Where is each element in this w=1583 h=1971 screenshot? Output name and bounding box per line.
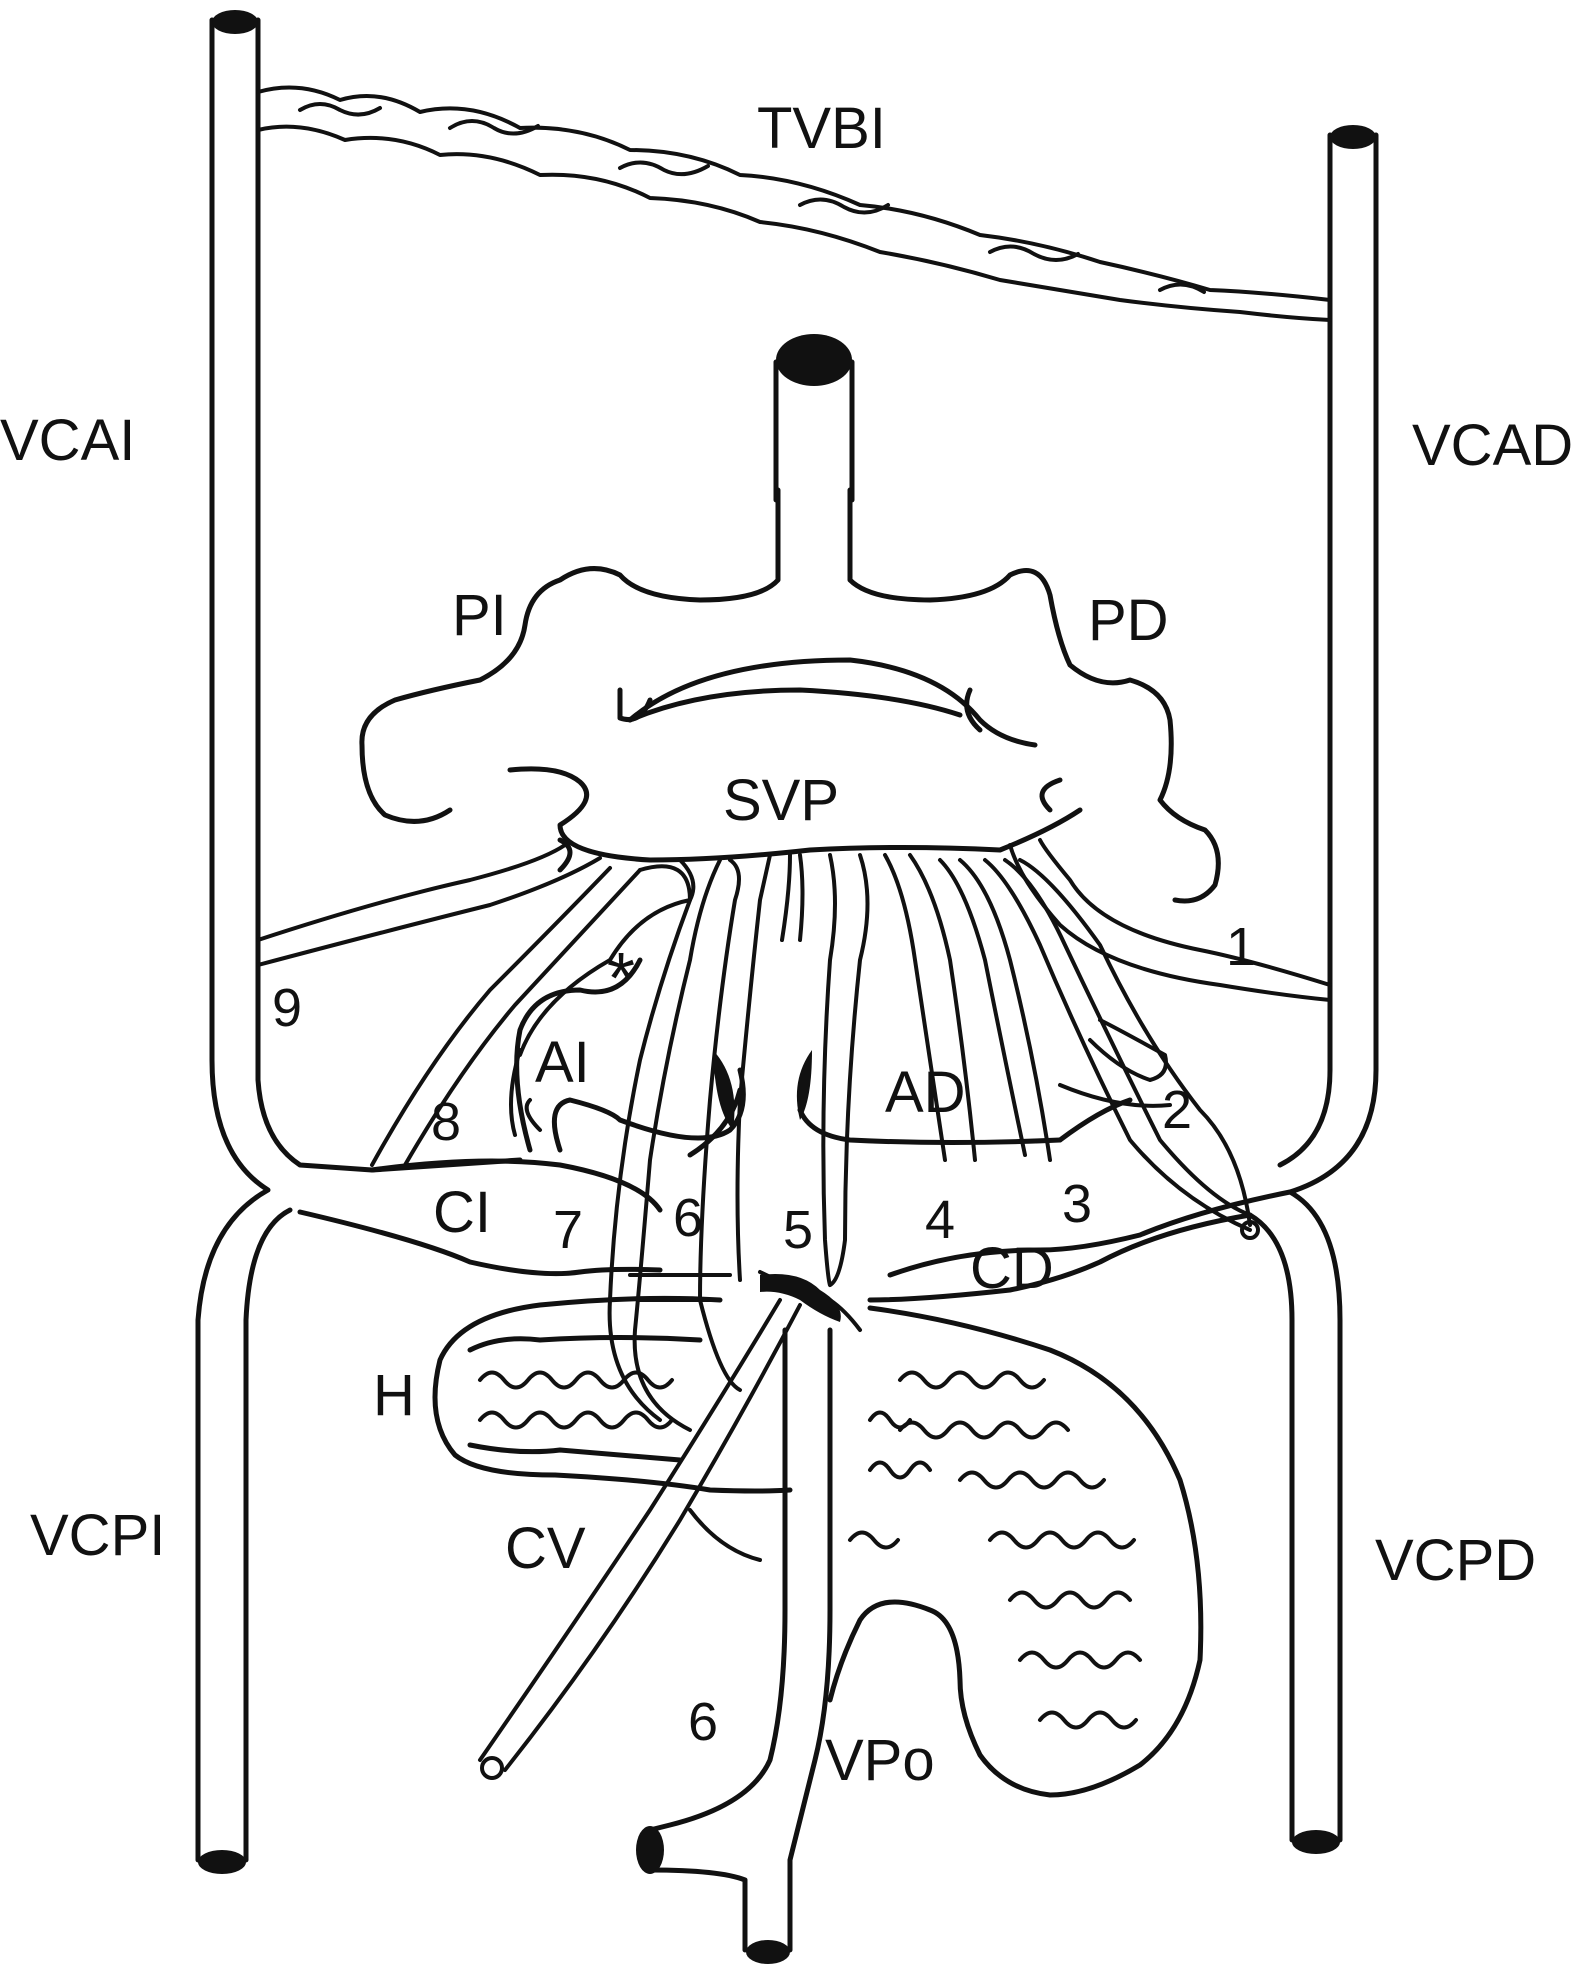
label-ci: CI	[433, 1180, 491, 1245]
right-anterior-cap	[1330, 125, 1376, 149]
right-cardinal-vein	[1247, 125, 1379, 1854]
vitelline-branches	[256, 838, 1332, 1432]
label-num-8: 8	[431, 1092, 461, 1152]
left-bud-dark	[713, 1050, 735, 1130]
left-anterior-cap	[212, 10, 258, 34]
label-num-7: 7	[553, 1200, 583, 1260]
label-num-9: 9	[272, 978, 302, 1038]
label-pd: PD	[1088, 588, 1169, 653]
label-num-6b: 6	[688, 1692, 718, 1752]
cv-end	[480, 1756, 504, 1780]
label-asterisk: *	[607, 939, 635, 1019]
portal-bottom-cap	[746, 1940, 790, 1964]
portal-side-cap	[636, 1826, 664, 1874]
label-num-6: 6	[673, 1188, 703, 1248]
label-num-1: 1	[1226, 917, 1256, 977]
label-vcad: VCAD	[1412, 413, 1573, 478]
intestinal-buds	[514, 957, 1133, 1158]
left-posterior-cap	[198, 1850, 246, 1874]
label-ad: AD	[885, 1060, 966, 1125]
label-vcpd: VCPD	[1375, 1528, 1536, 1593]
label-cd: CD	[970, 1236, 1054, 1301]
label-ai: AI	[535, 1030, 590, 1095]
left-cardinal-vein	[195, 10, 523, 1874]
portal-vein	[478, 1298, 833, 1964]
liver	[432, 1295, 1204, 1798]
ductus-knot	[760, 1274, 841, 1322]
label-num-4: 4	[925, 1190, 955, 1250]
right-posterior-cap	[1292, 1830, 1340, 1854]
portal-sinus	[359, 334, 1221, 904]
label-h: H	[373, 1363, 415, 1428]
transverse-vitelline-band	[256, 85, 1332, 322]
vitelline-top-cap	[776, 334, 852, 386]
right-bud-dark	[796, 1050, 812, 1120]
label-cv: CV	[505, 1516, 586, 1581]
label-pi: PI	[452, 583, 507, 648]
branch-2-end	[1240, 1220, 1260, 1240]
cardinal-cross	[297, 1158, 1293, 1332]
label-num-2: 2	[1162, 1080, 1192, 1140]
label-vpo: VPo	[825, 1728, 935, 1793]
label-svp: SVP	[723, 768, 839, 833]
label-num-5: 5	[783, 1200, 813, 1260]
label-vcai: VCAI	[0, 408, 135, 473]
label-tvbi: TVBI	[757, 96, 886, 161]
label-num-3: 3	[1062, 1174, 1092, 1234]
label-vcpi: VCPI	[30, 1503, 165, 1568]
